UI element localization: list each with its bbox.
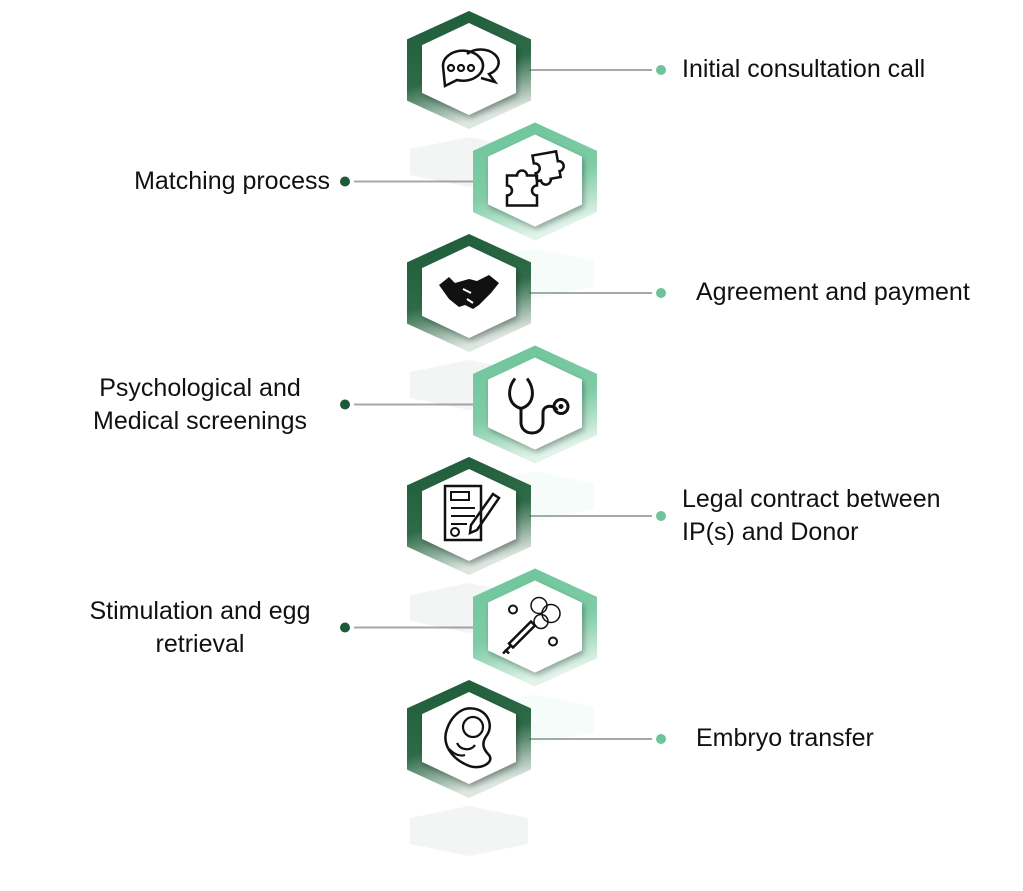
connector [529, 511, 666, 521]
step-label: Matching process [134, 166, 330, 195]
chat-bubbles-icon [441, 48, 500, 88]
embryo-icon [444, 707, 492, 769]
connector [529, 288, 666, 298]
signed-contract-icon [443, 484, 501, 542]
step-hexagon [407, 11, 531, 187]
step-label: Stimulation and egg retrieval [89, 596, 311, 658]
connector [529, 734, 666, 744]
step-label: Legal contract between IP(s) and Donor [682, 485, 941, 546]
connector [340, 622, 475, 633]
connector-dot [656, 734, 666, 744]
step-hexagon [407, 457, 531, 633]
step-label: Embryo transfer [696, 724, 874, 752]
step-label: Psychological and Medical screenings [93, 373, 307, 435]
step-hexagon [473, 345, 597, 522]
connector-dot [340, 399, 350, 410]
connector [340, 399, 475, 410]
step-hexagon [407, 680, 531, 856]
connector-dot [656, 288, 666, 298]
connector-dot [656, 65, 666, 75]
connector [340, 176, 475, 187]
connector-dot [340, 176, 350, 187]
step-hexagon [473, 568, 597, 745]
connector-dot [656, 511, 666, 521]
step-label: Agreement and payment [696, 278, 970, 306]
handshake-icon [439, 275, 499, 309]
connector [529, 65, 666, 75]
syringe-eggs-icon [502, 596, 561, 655]
stethoscope-icon [508, 377, 570, 435]
puzzle-pieces-icon [505, 149, 565, 207]
step-label: Initial consultation call [682, 55, 926, 83]
connector-dot [340, 622, 350, 633]
step-hexagon [473, 122, 597, 299]
